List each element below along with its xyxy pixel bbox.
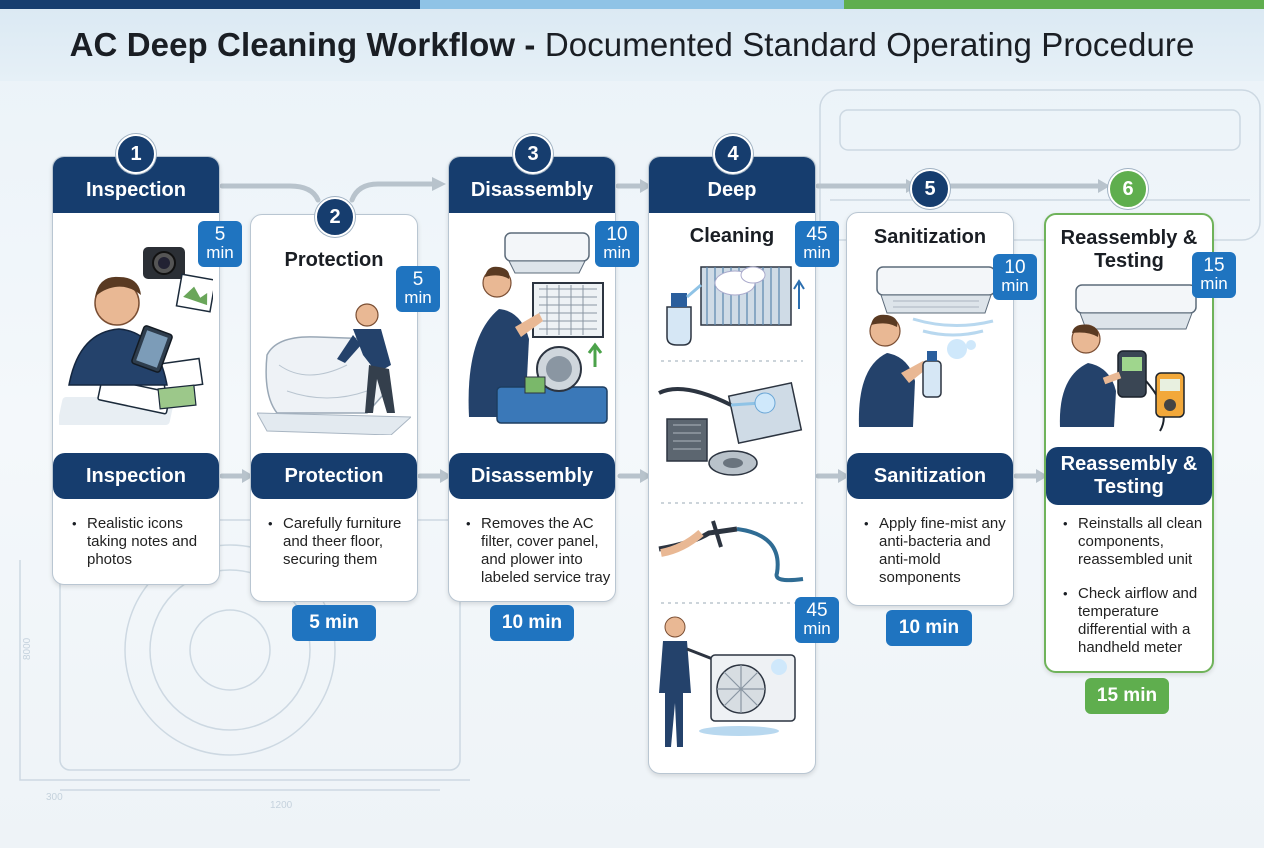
step-4-title: Cleaning [689,225,775,247]
step-6-description: Reinstalls all clean components, reassem… [1058,515,1208,671]
step-5-label: Sanitization [847,453,1013,499]
step-1-label: Inspection [53,453,219,499]
title-band: AC Deep Cleaning Workflow - Documented S… [0,9,1264,81]
step-6-title: Reassembly & Testing [1060,227,1198,272]
technician-spraying-sanitizer-icon [858,266,996,427]
title-rest: Documented Standard Operating Procedure [544,26,1195,63]
step-6-bullet-2: Check airflow and temperature differenti… [1058,585,1208,657]
step-5-number-badge: 5 [910,169,950,209]
step-4-time-value-2: 45 [806,600,828,621]
step-2-title: Protection [284,249,384,271]
step-2-time-badge: 5 min [396,266,440,312]
step-3-number-badge: 3 [513,134,553,174]
deep-cleaning-illustrations [658,266,805,747]
top-color-bar [0,0,1264,9]
step-5-duration: 10 min [886,610,972,646]
spray-hose-icon [658,520,804,583]
step-2-time-value: 5 [412,269,424,290]
step-3-time-unit: min [603,243,631,262]
step-5-title: Sanitization [873,226,987,248]
inspector-with-tablet-icon [59,247,213,425]
step-3-label: Disassembly [449,453,615,499]
step-5-time-badge: 10 min [993,254,1037,300]
step-5-bullet-1: Apply fine-mist any anti-bacteria and an… [859,515,1009,587]
step-4-card: Deep Cleaning [648,156,816,774]
step-3-bullet-1: Removes the AC filter, cover panel, and … [461,515,611,587]
step-5-card: Sanitization Sanitization Apply fine-mis… [846,212,1014,606]
step-5-description: Apply fine-mist any anti-bacteria and an… [859,515,1009,603]
step-3-duration: 10 min [490,605,574,641]
step-4-time-badge-2: 45 min [795,597,839,643]
step-6-bullet-1: Reinstalls all clean components, reassem… [1058,515,1208,569]
step-5-time-value: 10 [1004,257,1026,278]
coil-spray-icon [666,266,805,346]
pressure-wash-coil-icon [658,381,803,476]
step-1-time-value: 5 [214,224,226,245]
technician-testing-airflow-icon [1059,284,1197,432]
step-1-number-badge: 1 [116,134,156,174]
step-4-time-unit-2: min [803,619,831,638]
step-1-description: Realistic icons taking notes and photos [67,515,217,584]
step-1-time-badge: 5 min [198,221,242,267]
step-4-time-value: 45 [806,224,828,245]
step-2-duration: 5 min [292,605,376,641]
step-2-bullet-1: Carefully furniture and theer floor, sec… [263,515,413,569]
step-2-description: Carefully furniture and theer floor, sec… [263,515,413,585]
covering-furniture-icon [257,303,411,435]
title-bold: AC Deep Cleaning Workflow - [69,26,536,63]
step-1-card: Inspection Inspection Realistic icons ta… [52,156,220,585]
page-title: AC Deep Cleaning Workflow - Documented S… [70,26,1195,64]
step-6-card: Reassembly & Testing Reassembly & Testin… [1044,213,1214,673]
step-3-card: Disassembly Disassembly Removes the AC f… [448,156,616,602]
step-6-time-unit: min [1200,274,1228,293]
step-6-number-badge: 6 [1108,169,1148,209]
step-3-time-value: 10 [606,224,628,245]
step-2-card: Protection Protection Carefully furnitur… [250,214,418,602]
step-2-number-badge: 2 [315,197,355,237]
step-2-time-unit: min [404,288,432,307]
step-6-duration: 15 min [1085,678,1169,714]
technician-removing-filter-icon [468,232,608,424]
step-3-time-badge: 10 min [595,221,639,267]
step-2-label: Protection [251,453,417,499]
step-6-time-badge: 15 min [1192,252,1236,298]
outdoor-unit-washing-icon [659,616,796,747]
step-4-number-badge: 4 [713,134,753,174]
step-4-time-badge: 45 min [795,221,839,267]
step-1-bullet-1: Realistic icons taking notes and photos [67,515,217,569]
step-3-description: Removes the AC filter, cover panel, and … [461,515,611,601]
step-1-time-unit: min [206,243,234,262]
step-5-time-unit: min [1001,276,1029,295]
step-4-time-unit: min [803,243,831,262]
step-6-time-value: 15 [1203,255,1225,276]
step-6-label: Reassembly & Testing [1046,447,1212,505]
